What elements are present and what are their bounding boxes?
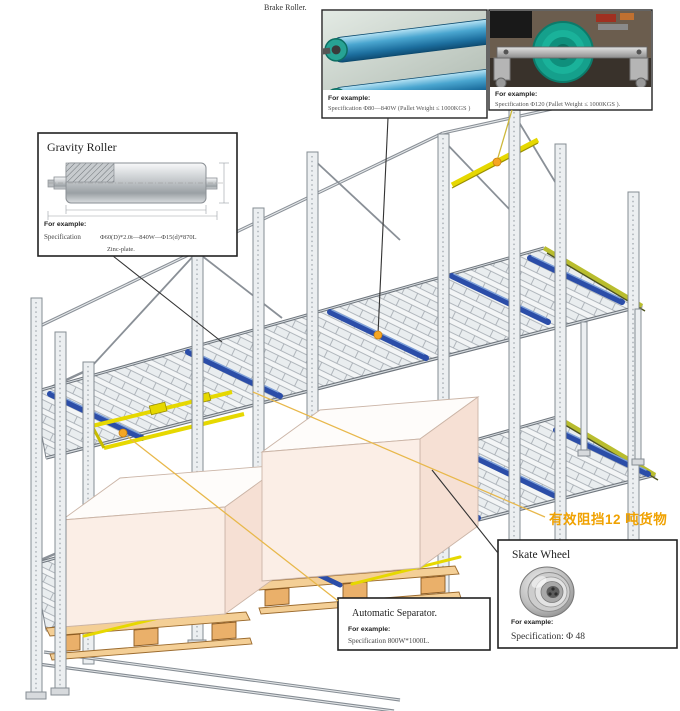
wheel-photo-leader	[496, 109, 513, 162]
gravity-spec-value2: Zinc-plate.	[107, 246, 135, 253]
skate-spec: Specification: Φ 48	[511, 631, 585, 642]
separator-title: Automatic Separator.	[352, 608, 437, 619]
brake-photo-for-example: For example:	[328, 95, 370, 102]
skate-title: Skate Wheel	[512, 549, 570, 561]
brake-wheel-photo	[490, 11, 651, 87]
skate-for-example: For example:	[511, 619, 553, 626]
wheel-photo-for-example: For example:	[495, 91, 537, 98]
gravity-title: Gravity Roller	[47, 140, 117, 154]
separator-for-example: For example:	[348, 626, 390, 633]
gravity-roller-callout: Gravity Roller For example: Specificatio…	[37, 132, 238, 257]
goods-box-2	[260, 396, 480, 582]
upper-flow-bed	[33, 137, 646, 460]
brake-roller-photo	[323, 18, 486, 90]
gravity-for-example: For example:	[44, 221, 86, 228]
separator-leader	[127, 436, 339, 602]
gravity-leader	[112, 255, 223, 343]
brake-roller-photo-callout: For example: Specification Φ80—840W (Pal…	[321, 9, 488, 119]
wheel-photo-spec: Specification Φ120 (Pallet Weight ≤ 1000…	[495, 101, 621, 108]
skate-leader	[431, 469, 499, 554]
brake-photo-spec: Specification Φ80—840W (Pallet Weight ≤ …	[328, 105, 470, 112]
front-uprights	[25, 297, 70, 700]
brake-roller-label: Brake Roller.	[264, 3, 307, 12]
separator-marker	[118, 428, 128, 438]
capacity-leader	[252, 391, 546, 518]
gravity-spec-label: Specification	[44, 233, 81, 241]
leader-lines	[112, 109, 546, 602]
brake-roller-marker	[373, 330, 383, 340]
orange-markers	[118, 157, 502, 438]
goods-box-1	[60, 464, 285, 628]
guide-beam-marker	[492, 157, 502, 167]
skate-wheel-callout: Skate Wheel For example: Specification: …	[497, 539, 678, 649]
capacity-note: 有效阻挡12 吨货物	[549, 511, 667, 527]
brake-wheel-photo-callout: For example: Specification Φ120 (Pallet …	[488, 9, 653, 111]
upper-separator-device	[90, 390, 245, 450]
skate-wheel-photo	[519, 566, 575, 618]
brake-photo-leader	[377, 117, 389, 335]
automatic-separator-callout: Automatic Separator. For example: Specif…	[337, 597, 491, 651]
gravity-roller-drawing	[47, 162, 229, 220]
separator-spec: Specification 800W*1000L.	[348, 637, 430, 645]
gravity-spec-value: Φ60(D)*2.0t—840W—Φ15(d)*870L	[100, 234, 197, 241]
